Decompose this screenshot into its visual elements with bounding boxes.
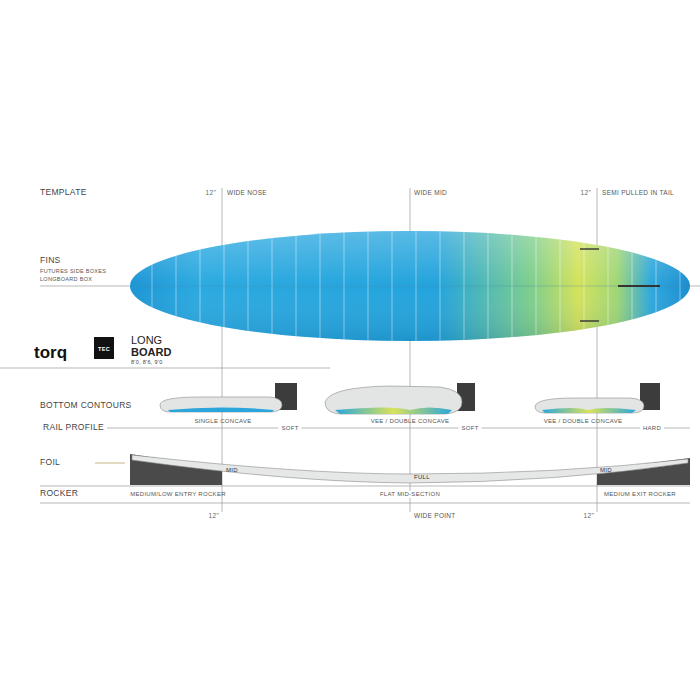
foil-label: FULL (414, 474, 430, 481)
rocker-label: MEDIUM/LOW ENTRY ROCKER (130, 491, 226, 498)
center-fin-box (618, 285, 660, 287)
section-heading: BOTTOM CONTOURS (40, 401, 132, 410)
section-heading: TEMPLATE (40, 188, 87, 197)
rail-label: HARD (640, 425, 664, 432)
dimension-label: 12" (203, 189, 219, 196)
contour-label: SINGLE CONCAVE (194, 418, 251, 425)
brand-logo: torq (34, 344, 67, 363)
side-fin-box (580, 248, 599, 249)
rail-label: SOFT (278, 425, 301, 432)
rocker-rule (40, 486, 690, 487)
rocker-label: FLAT MID-SECTION (377, 491, 443, 498)
board-shading (130, 231, 690, 341)
dimension-label: 12" (584, 512, 594, 519)
foil-profile (130, 454, 690, 485)
fin-boxes (580, 249, 660, 321)
bottom-contours (160, 383, 660, 414)
template-note: WIDE NOSE (227, 189, 267, 196)
foil-label: MID (600, 467, 612, 474)
foil-label: MID (226, 467, 238, 474)
contour-label: VEE / DOUBLE CONCAVE (371, 418, 450, 425)
contour-color (335, 408, 452, 415)
section-heading: FINS (40, 256, 61, 265)
stringer-line (130, 286, 690, 287)
rail-label: SOFT (458, 425, 481, 432)
tec-logo-box (94, 337, 114, 359)
vee-double-concave-section (325, 386, 462, 414)
template-note: WIDE MID (414, 189, 447, 196)
section-heading: FOIL (40, 458, 60, 467)
model-sizes: 8'0, 8'6, 9'0 (131, 359, 163, 365)
template-note: SEMI PULLED IN TAIL (602, 189, 674, 196)
contour-color (168, 408, 274, 413)
vee-double-concave-section (535, 398, 644, 413)
dimension-label: 12" (578, 189, 594, 196)
board-template (130, 231, 690, 341)
rail-profile-line (100, 428, 690, 429)
contour-label: VEE / DOUBLE CONCAVE (544, 418, 623, 425)
dimension-label: WIDE POINT (414, 512, 456, 519)
tec-logo-text: TEC (98, 346, 110, 352)
fin-note: FUTURES SIDE BOXES (40, 268, 106, 274)
fin-note: LONGBOARD BOX (40, 276, 92, 282)
side-fin-box (580, 320, 599, 321)
section-heading: ROCKER (40, 489, 78, 498)
dimension-label: 12" (209, 512, 219, 519)
model-name: LONG (131, 334, 162, 346)
rocker-label: MEDIUM EXIT ROCKER (604, 491, 676, 498)
foil-shape (132, 455, 688, 483)
guide-line (597, 188, 598, 512)
foil-marker (95, 463, 125, 464)
model-name: BOARD (131, 346, 171, 358)
logo-rule (0, 368, 330, 369)
section-heading: RAIL PROFILE (40, 423, 107, 432)
single-concave-section (160, 397, 282, 412)
rocker-rule (40, 503, 690, 504)
guide-line (222, 188, 223, 512)
contour-color (542, 408, 636, 413)
